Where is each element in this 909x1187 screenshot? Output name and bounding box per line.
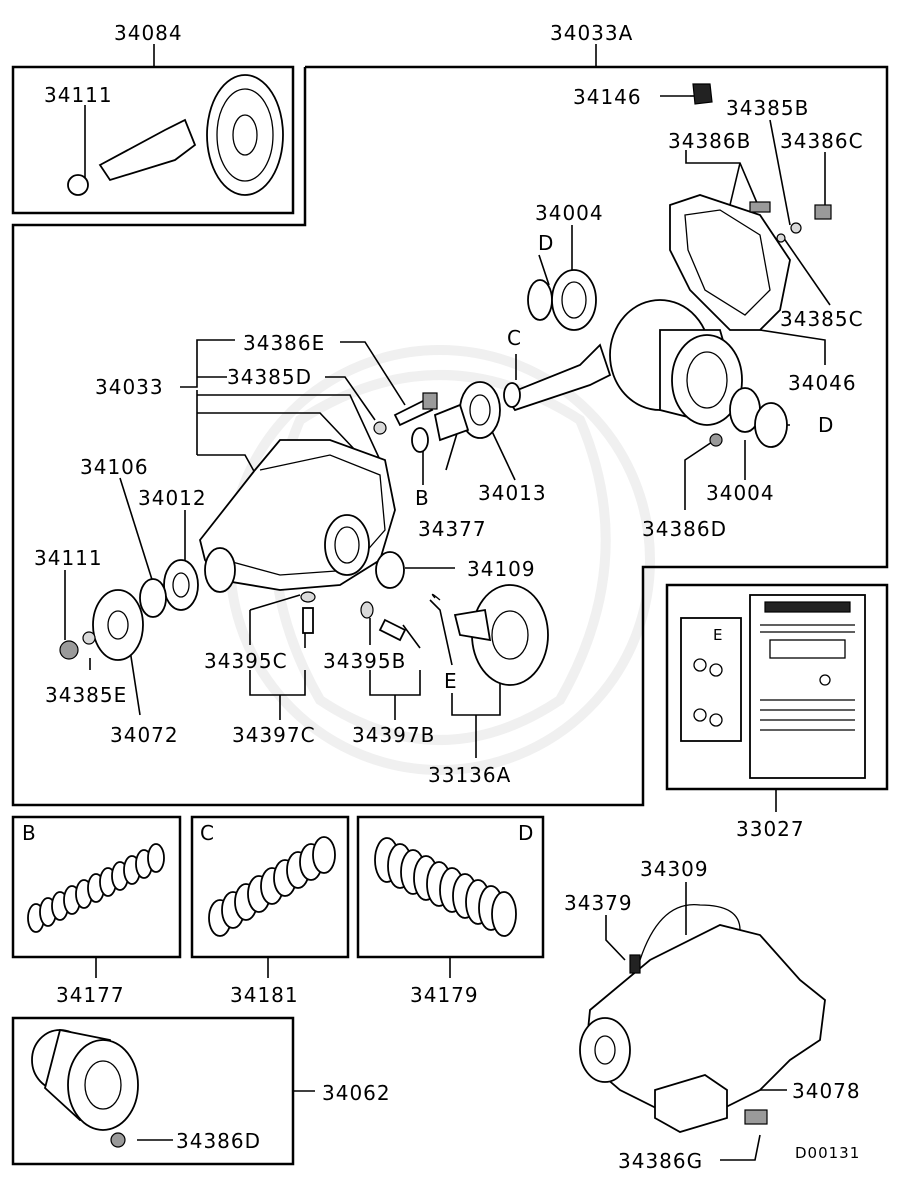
label-34379: 34379 [564, 891, 633, 915]
label-33136a: 33136A [428, 763, 511, 787]
differential-carrier-icon [609, 299, 788, 448]
differential-housing-icon [199, 439, 396, 593]
label-34386b: 34386B [668, 129, 751, 153]
label-34106: 34106 [80, 455, 149, 479]
label-34109: 34109 [467, 557, 536, 581]
label-34309: 34309 [640, 857, 709, 881]
letter-d-top: D [538, 231, 554, 255]
rear-cover-icon [669, 194, 832, 331]
frame-34033A [11, 65, 889, 807]
letter-d-right: D [818, 413, 834, 437]
frame-34084 [11, 65, 295, 215]
label-34111-left: 34111 [34, 546, 103, 570]
instruction-manual-icon: E [680, 594, 866, 779]
box-letter-b: B [22, 821, 37, 845]
shim-set-c-icon [208, 836, 336, 937]
label-34385e: 34385E [45, 683, 127, 707]
label-34397b: 34397B [352, 723, 435, 747]
box-letter-d: D [518, 821, 534, 845]
callout-labels: 34084 34033A 34111 34146 34385B 34386B 3… [22, 21, 864, 1173]
label-34033: 34033 [95, 375, 164, 399]
label-34395b: 34395B [323, 649, 406, 673]
frame-33027 [665, 583, 889, 791]
label-34078: 34078 [792, 1079, 861, 1103]
bearing-icon [527, 269, 597, 331]
label-34111-top: 34111 [44, 83, 113, 107]
label-34146: 34146 [573, 85, 642, 109]
label-34377: 34377 [418, 517, 487, 541]
label-34004-top: 34004 [535, 201, 604, 225]
breather-plug-icon [692, 83, 713, 105]
label-34072: 34072 [110, 723, 179, 747]
oil-seal-icon [139, 551, 405, 618]
label-34013: 34013 [478, 481, 547, 505]
letter-c-top: C [507, 326, 522, 350]
label-34084: 34084 [114, 21, 183, 45]
box-letter-c: C [200, 821, 215, 845]
housing-assembly-icon [579, 904, 826, 1133]
label-34177: 34177 [56, 983, 125, 1007]
label-34385c: 34385C [780, 307, 864, 331]
side-flange-icon [431, 584, 549, 686]
label-34397c: 34397C [232, 723, 316, 747]
label-33027: 33027 [736, 817, 805, 841]
companion-flange-icon [59, 589, 144, 661]
label-34062: 34062 [322, 1081, 391, 1105]
label-34012: 34012 [138, 486, 207, 510]
label-34004-mid: 34004 [706, 481, 775, 505]
ring-pinion-gear-icon [67, 74, 284, 196]
drive-pinion-icon [503, 343, 612, 412]
frame-34181 [190, 815, 350, 959]
manual-letter-e: E [713, 626, 723, 644]
label-34386e: 34386E [243, 331, 325, 355]
pinion-bearing-icon [411, 381, 501, 453]
differential-case-icon [31, 1028, 139, 1148]
letter-e-mid: E [444, 669, 458, 693]
shim-set-d-icon [374, 837, 517, 937]
label-34386d-bot: 34386D [176, 1129, 261, 1153]
label-34386g: 34386G [618, 1149, 703, 1173]
label-34033a: 34033A [550, 21, 633, 45]
label-34181: 34181 [230, 983, 299, 1007]
label-34386d-mid: 34386D [642, 517, 727, 541]
label-34046: 34046 [788, 371, 857, 395]
bolt-icon [373, 392, 438, 435]
plug-bolt-icon [300, 591, 407, 642]
shim-set-b-icon [27, 843, 165, 933]
letter-b-mid: B [415, 486, 430, 510]
label-34179: 34179 [410, 983, 479, 1007]
label-34385b: 34385B [726, 96, 809, 120]
label-34395c: 34395C [204, 649, 288, 673]
label-34386c: 34386C [780, 129, 864, 153]
diagram-code: D00131 [795, 1144, 860, 1162]
label-34385d: 34385D [227, 365, 312, 389]
